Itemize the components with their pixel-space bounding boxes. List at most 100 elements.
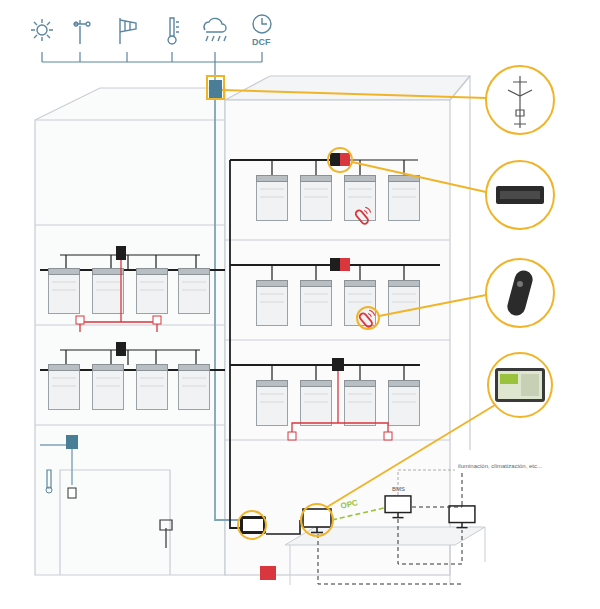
sun-rays [31,19,53,41]
edge-line [469,76,470,450]
window-blind [389,176,420,221]
weather-mast [508,76,532,128]
sensor-bracket [42,52,262,62]
controller-box [116,246,126,260]
window-blind [345,176,376,221]
window-blind [179,269,210,314]
sun-icon [37,25,47,35]
floor-line [35,224,225,225]
floor-line [35,424,225,425]
wall-switch [160,520,172,548]
sensor-line [214,62,215,80]
remote-button [517,281,523,287]
window-blind [301,281,332,326]
window-blind [257,176,288,221]
highlight-ring [357,307,379,329]
local-wire [80,260,157,332]
hand-remote [505,268,534,317]
windsock-icon [120,18,136,44]
computer-monitor [385,496,411,518]
window-blind [301,381,332,426]
wall-switch [68,488,76,498]
window-blind [49,365,80,410]
leader-line [222,90,487,98]
computer-monitor [449,506,475,528]
sensor-cable [40,445,72,485]
callout-circle [486,161,554,229]
text-label: DCF [252,38,271,47]
wall-switch [384,432,392,440]
callout-circle [486,259,554,327]
left-block [35,88,225,575]
weather-station [209,80,222,98]
weather-icons [31,15,271,44]
controller-box [332,358,344,371]
anemometer-icon [74,20,90,44]
ground-floor [40,435,485,585]
drop-lines [60,255,200,270]
controller-face [500,191,540,199]
clock-icon [253,15,271,33]
wall-switch [288,432,296,440]
indoor-sensor [66,435,78,449]
text-label: iluminación, climatización, etc... [458,463,542,469]
edge-line [35,119,225,120]
screen-display [498,371,542,399]
callout-circle [486,66,554,134]
thermometer-icon [168,18,179,44]
screen-element [521,374,539,396]
controller-box [340,153,350,166]
window-blind [257,381,288,426]
controller-box [116,342,126,356]
thermometer-icon [47,470,51,488]
main-bus [40,98,440,528]
window-blind [301,176,332,221]
window-blind [137,269,168,314]
remote-control [354,207,370,225]
network-link [318,472,462,584]
callouts [207,66,554,539]
window-blind [93,365,124,410]
callout-circle [488,353,552,417]
floor-line [35,324,225,325]
rain-icon [206,36,226,41]
floor-line [225,239,450,240]
drop-lines [60,350,200,365]
window-blind [137,365,168,410]
control-screen [495,368,545,402]
touch-screen [243,519,263,531]
highlight-ring [301,504,333,536]
thermometer-bulb [46,487,52,493]
wall-switch [76,316,84,324]
window-blind [389,381,420,426]
sensor-bus [42,52,262,80]
wall-switch [153,316,161,324]
window-blind [179,365,210,410]
controller-box [340,258,350,271]
leader-line [379,295,486,316]
bus-cable [40,160,440,528]
right-floors [257,153,420,440]
local-wire [292,371,388,433]
window-blind [257,281,288,326]
fire-alarm [260,566,276,580]
network-link [398,470,455,495]
right-tower [225,100,450,575]
window-blind [49,269,80,314]
floor-line [225,339,450,340]
text-label: OPC [340,499,359,511]
controller-box [330,258,340,271]
window-blind [93,269,124,314]
highlight-ring [238,511,266,539]
highlight-box [207,76,224,99]
left-floors [49,246,210,410]
sensor-cable [215,98,240,520]
leader-line [352,162,486,192]
callout-contents [495,76,545,402]
text-label: BMS [392,486,405,492]
garage-door [60,470,170,575]
highlight-ring [328,148,352,172]
touch-panel [240,516,266,534]
floor-line [225,439,450,440]
